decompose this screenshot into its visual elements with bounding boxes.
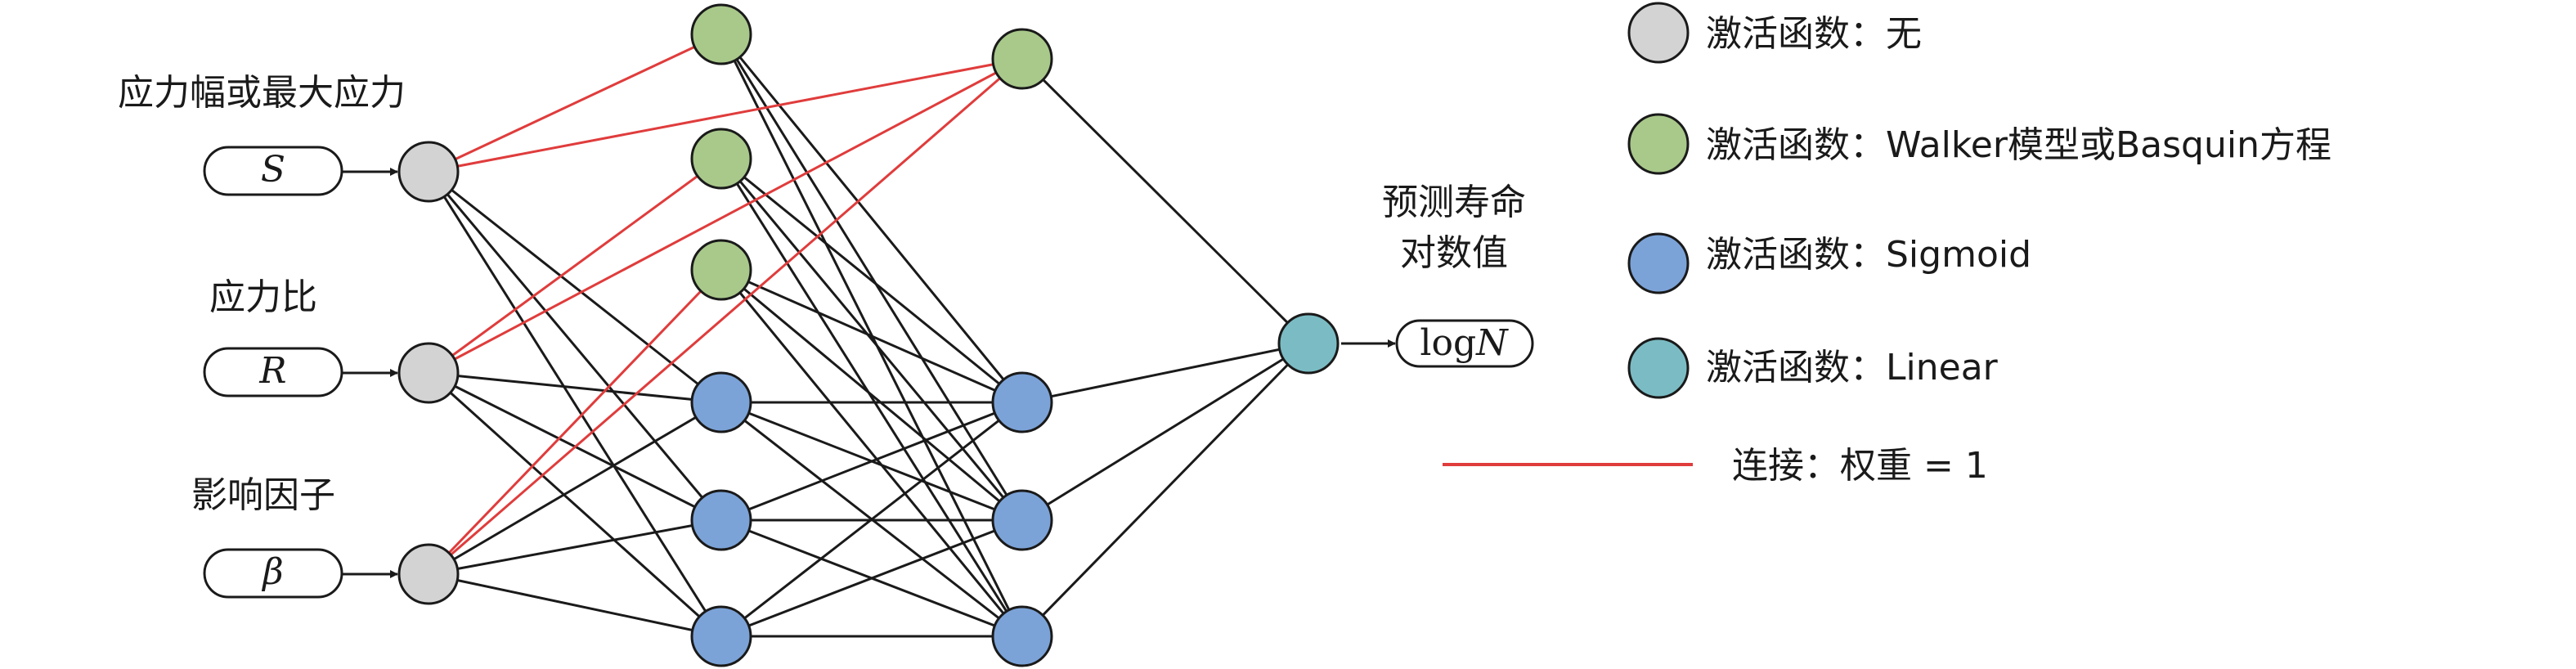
input-label-r: 应力比 (209, 276, 317, 318)
connection-b3-out (1021, 342, 1310, 638)
input-label-beta: 影响因子 (191, 474, 335, 516)
connection-a2-b1 (720, 268, 1023, 404)
connection-in2-a3 (428, 401, 722, 576)
nodes (397, 3, 1340, 667)
input-label-s: 应力幅或最大应力 (118, 72, 406, 114)
legend-text-none: 激活函数：无 (1706, 13, 1922, 55)
node-a2 (690, 239, 752, 301)
legend: 激活函数：无 激活函数：Walker模型或Basquin方程 激活函数：Sigm… (1443, 2, 2331, 487)
connection-in0-a5 (427, 171, 723, 637)
node-in1 (397, 342, 460, 404)
legend-swatch-none (1627, 2, 1690, 64)
connection-in2-b0 (428, 57, 1023, 576)
connection-in0-a3 (428, 170, 722, 404)
node-b3 (991, 605, 1053, 667)
output-symbol-prefix: log (1420, 322, 1476, 364)
input-group-r: 应力比 R (203, 276, 343, 397)
connection-in2-a2 (427, 268, 723, 576)
legend-swatch-sigmoid (1627, 232, 1690, 294)
legend-text-walker: 激活函数：Walker模型或Basquin方程 (1706, 124, 2331, 166)
legend-swatch-walker (1627, 113, 1690, 175)
output-box (1395, 319, 1534, 368)
input-group-beta: 影响因子 β (191, 474, 343, 599)
output-symbol-var: N (1475, 322, 1509, 364)
connection-a1-b2 (720, 158, 1024, 521)
node-in2 (397, 543, 460, 605)
node-b2 (991, 489, 1053, 551)
connection-a5-b2 (720, 519, 1023, 638)
connection-in0-a0 (428, 33, 722, 173)
legend-text-linear: 激活函数：Linear (1706, 347, 1999, 388)
legend-text-sigmoid: 激活函数：Sigmoid (1706, 234, 2031, 276)
node-in0 (397, 141, 460, 203)
connection-a2-b2 (720, 268, 1023, 522)
node-b0 (991, 28, 1053, 90)
connection-in2-a5 (428, 572, 722, 638)
connection-in1-a1 (428, 157, 722, 375)
output-group: 预测寿命 对数值 logN (1341, 182, 1534, 368)
output-label-line2: 对数值 (1400, 232, 1508, 274)
connection-in1-a5 (427, 371, 723, 638)
node-a4 (690, 489, 752, 551)
connection-b2-out (1021, 342, 1309, 522)
output-label-line1: 预测寿命 (1382, 182, 1526, 223)
connection-a5-b1 (720, 401, 1023, 638)
node-out (1277, 312, 1340, 375)
connection-in1-a3 (428, 371, 722, 404)
connection-a2-b3 (720, 269, 1024, 637)
connections (427, 33, 1310, 638)
connection-a0-b1 (720, 34, 1024, 403)
input-group-s: 应力幅或最大应力 S (118, 72, 406, 196)
node-a3 (690, 371, 752, 433)
output-symbol: logN (1420, 322, 1509, 364)
node-a0 (690, 3, 752, 65)
connection-a0-b2 (720, 34, 1024, 521)
connection-in0-b0 (428, 57, 1023, 173)
connection-in0-a4 (427, 171, 723, 521)
node-a5 (690, 605, 752, 667)
connection-in2-a4 (428, 519, 722, 576)
connection-b1-out (1021, 342, 1309, 404)
connection-a4-b1 (720, 401, 1023, 522)
node-b1 (991, 371, 1053, 433)
connection-a1-b1 (720, 157, 1023, 404)
legend-text-red-line: 连接：权重 = 1 (1732, 445, 1988, 487)
input-symbol-s: S (261, 149, 285, 191)
connection-b0-out (1021, 57, 1310, 345)
connection-a1-b3 (720, 158, 1024, 637)
node-a1 (690, 128, 752, 190)
input-symbol-beta: β (261, 551, 283, 593)
legend-swatch-linear (1627, 337, 1690, 399)
connection-in1-b0 (428, 57, 1023, 375)
input-symbol-r: R (258, 350, 286, 392)
